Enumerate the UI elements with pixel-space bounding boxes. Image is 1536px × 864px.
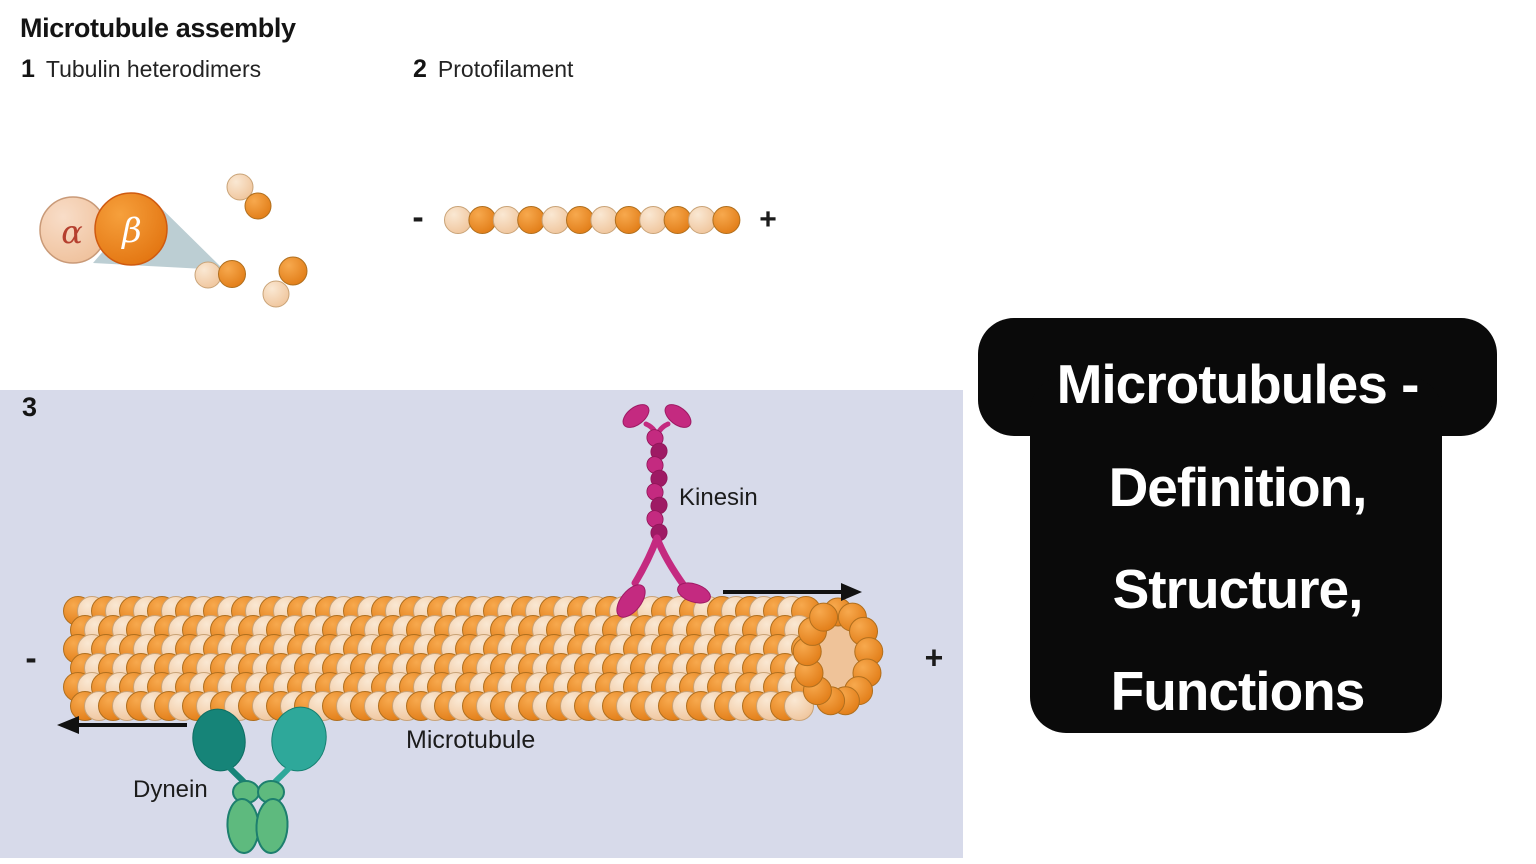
diagram-title: Microtubule assembly <box>20 13 296 43</box>
microtubule-minus-end: - <box>25 639 37 678</box>
protofilament-figure <box>444 206 741 234</box>
title-card-line: Definition, <box>1108 456 1368 518</box>
title-card-bottom-shape <box>1030 376 1442 733</box>
step2-label: Protofilament <box>437 56 574 82</box>
step2-heading: 2 Protofilament <box>413 55 573 84</box>
step2-number: 2 <box>413 55 427 83</box>
kinesin-label: Kinesin <box>679 484 758 511</box>
step1-label: Tubulin heterodimers <box>45 56 262 82</box>
microtubule-label: Microtubule <box>406 726 536 754</box>
title-card-line: Functions <box>1110 660 1366 722</box>
microtubule-plus-end: + <box>924 639 944 676</box>
beta-tubulin-label: β <box>122 211 142 251</box>
step3-number: 3 <box>22 392 38 422</box>
step1-heading: 1 Tubulin heterodimers <box>21 55 261 84</box>
alpha-tubulin-label: α <box>61 213 83 251</box>
dynein-label: Dynein <box>133 776 208 803</box>
protofilament-plus-end: + <box>759 203 777 236</box>
step1-number: 1 <box>21 55 35 83</box>
title-card-line: Microtubules - <box>1056 353 1420 415</box>
protofilament-minus-end: - <box>412 198 424 237</box>
title-card-line: Structure, <box>1112 558 1364 620</box>
